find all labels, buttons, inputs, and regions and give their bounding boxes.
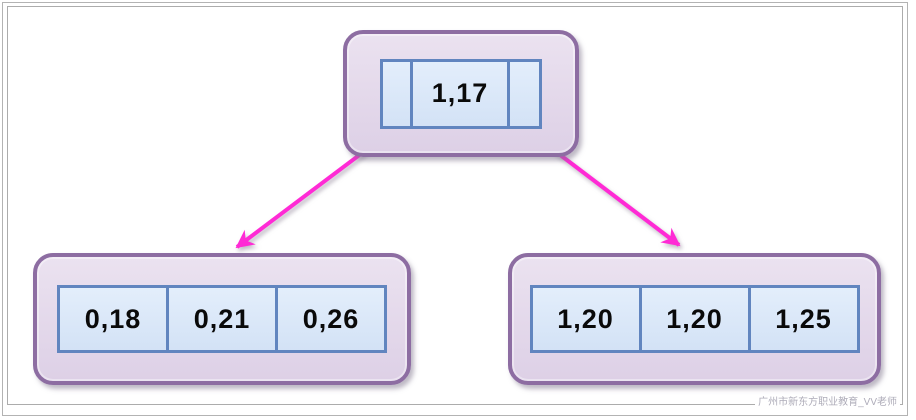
left-child-key-cell-1: 0,18 (57, 285, 169, 353)
left-child-key-cell-2: 0,21 (166, 285, 278, 353)
node-left-child: 0,18 0,21 0,26 (33, 253, 411, 385)
node-root: 1,17 (343, 30, 579, 157)
right-child-key-cell-2: 1,20 (638, 285, 751, 353)
left-child-cell-row: 0,18 0,21 0,26 (57, 285, 387, 353)
root-right-pointer-cell (507, 58, 542, 129)
root-cell-row: 1,17 (380, 58, 542, 129)
root-key-cell: 1,17 (410, 58, 510, 129)
left-child-key-cell-3: 0,26 (275, 285, 387, 353)
root-left-pointer-cell (380, 58, 413, 129)
node-right-child: 1,20 1,20 1,25 (508, 253, 881, 385)
right-child-cell-row: 1,20 1,20 1,25 (529, 285, 860, 353)
right-child-key-cell-3: 1,25 (747, 285, 860, 353)
right-child-key-cell-1: 1,20 (529, 285, 642, 353)
watermark-text: 广州市新东方职业教育_VV老师 (755, 397, 900, 409)
